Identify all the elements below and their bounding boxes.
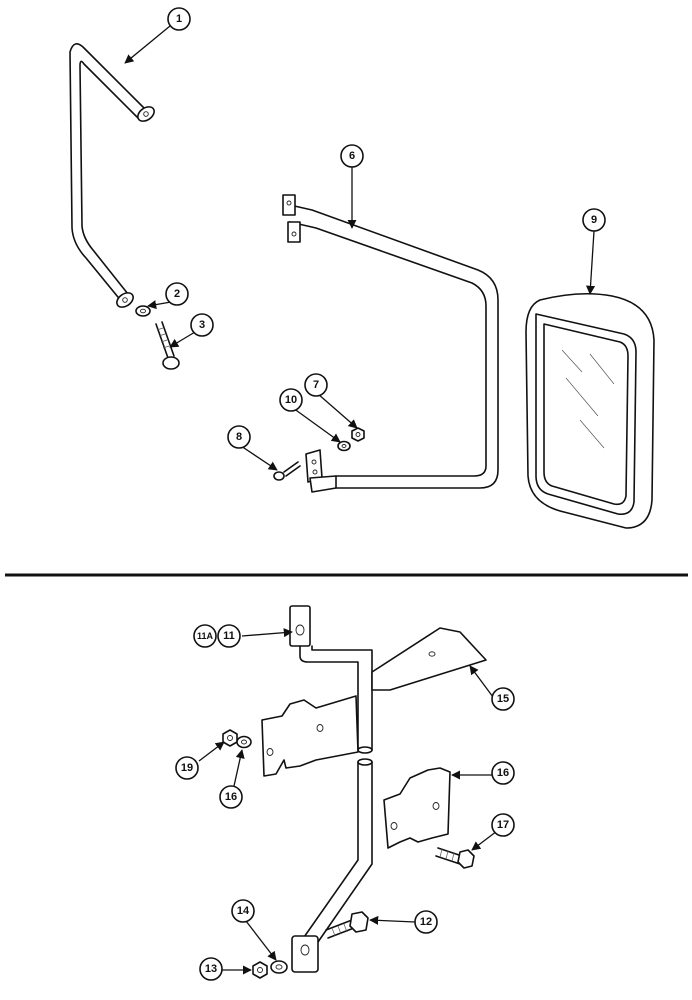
svg-text:6: 6 bbox=[349, 150, 355, 162]
part-9-mirror-head bbox=[525, 292, 655, 529]
svg-text:11: 11 bbox=[223, 630, 235, 642]
part-16-clamp-left bbox=[261, 695, 359, 777]
part-7-nut bbox=[351, 427, 365, 442]
part-12-bolt bbox=[325, 911, 369, 939]
callout-10: 10 bbox=[279, 388, 303, 412]
part-16-clamp-right bbox=[383, 767, 451, 849]
callout-13: 13 bbox=[199, 957, 223, 981]
callout-3: 3 bbox=[190, 313, 214, 337]
svg-text:12: 12 bbox=[420, 916, 432, 928]
part-2-washer bbox=[135, 305, 151, 317]
callout-6: 6 bbox=[340, 144, 364, 168]
callout-9: 9 bbox=[582, 208, 606, 232]
svg-text:8: 8 bbox=[236, 431, 242, 443]
svg-text:2: 2 bbox=[174, 288, 180, 300]
callout-15: 15 bbox=[491, 687, 515, 711]
svg-text:9: 9 bbox=[591, 214, 597, 226]
part-11-bracket-arm bbox=[289, 605, 373, 973]
part-8-screw bbox=[273, 461, 301, 481]
svg-text:11A: 11A bbox=[197, 631, 214, 641]
svg-text:16: 16 bbox=[497, 767, 509, 779]
callout-11a: 11A bbox=[193, 624, 217, 648]
callout-8: 8 bbox=[227, 425, 251, 449]
callout-11: 11 bbox=[217, 624, 241, 648]
callout-17: 17 bbox=[491, 813, 515, 837]
svg-text:7: 7 bbox=[313, 379, 319, 391]
callout-7: 7 bbox=[304, 373, 328, 397]
svg-text:16: 16 bbox=[225, 791, 237, 803]
svg-text:19: 19 bbox=[181, 762, 193, 774]
part-19-nut bbox=[222, 729, 238, 747]
svg-text:3: 3 bbox=[199, 319, 205, 331]
part-17-bolt bbox=[435, 847, 475, 869]
callout-2: 2 bbox=[165, 282, 189, 306]
washer-left bbox=[236, 735, 252, 749]
part-14-washer bbox=[270, 960, 288, 974]
callout-19: 19 bbox=[175, 756, 199, 780]
part-3-bolt bbox=[155, 321, 180, 370]
svg-text:14: 14 bbox=[237, 905, 250, 917]
part-15-plate bbox=[371, 627, 487, 691]
leader-lines bbox=[124, 25, 596, 975]
callout-16-left: 16 bbox=[219, 785, 243, 809]
callout-1: 1 bbox=[167, 7, 191, 31]
svg-text:1: 1 bbox=[176, 13, 182, 25]
part-1-mirror-arm bbox=[69, 43, 155, 308]
part-10-washer bbox=[337, 440, 351, 452]
part-6-mirror-arm bbox=[282, 194, 499, 493]
svg-text:13: 13 bbox=[205, 963, 217, 975]
part-13-nut bbox=[252, 961, 268, 979]
callout-16-right: 16 bbox=[491, 761, 515, 785]
svg-text:17: 17 bbox=[497, 819, 509, 831]
callout-14: 14 bbox=[231, 899, 255, 923]
svg-text:15: 15 bbox=[497, 693, 509, 705]
callout-12: 12 bbox=[414, 910, 438, 934]
svg-text:10: 10 bbox=[285, 394, 297, 406]
